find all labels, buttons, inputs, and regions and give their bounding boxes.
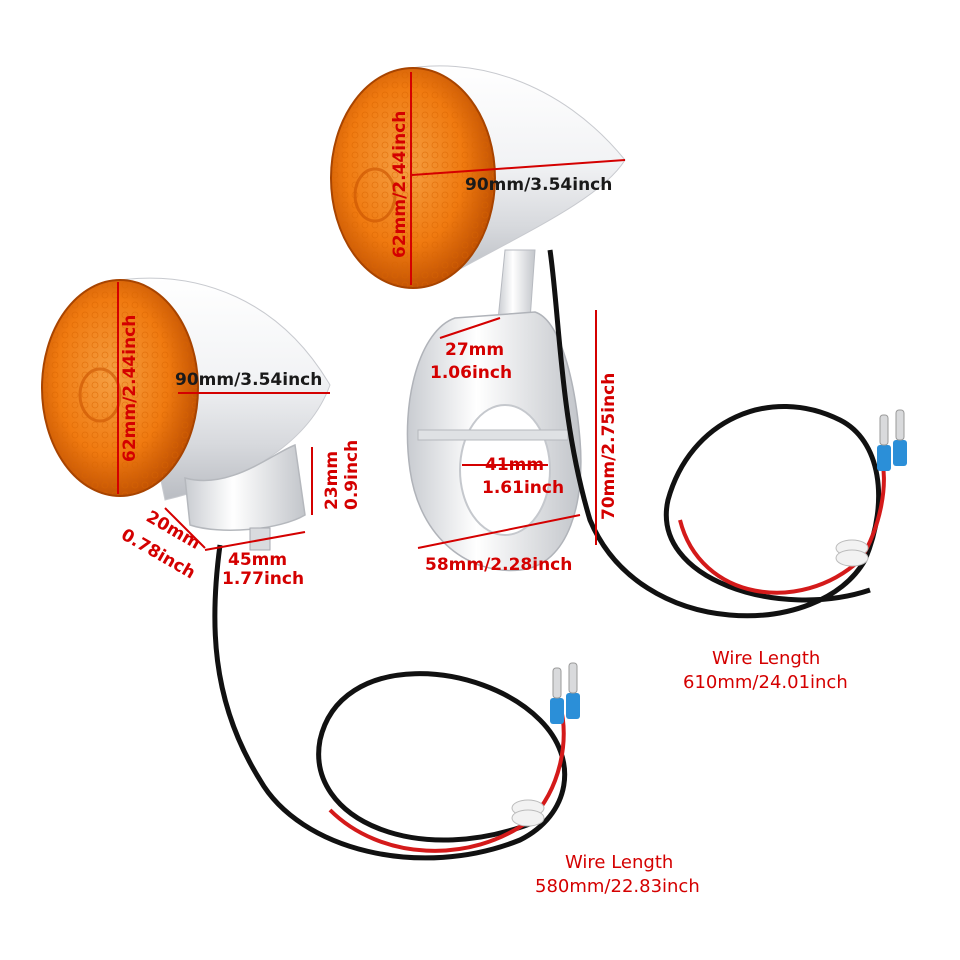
right-stem-width-in: 1.06inch: [430, 363, 512, 383]
right-wire-red: [678, 454, 886, 595]
left-wire-black: [212, 544, 568, 861]
left-mount-base: [184, 443, 306, 531]
left-wire-red: [328, 704, 566, 853]
left-lens-height-label: 62mm/2.44inch: [120, 315, 140, 462]
right-turn-signal: 62mm/2.44inch 90mm/3.54inch 27mm 1.06inc…: [330, 65, 907, 693]
right-lens-height-label: 62mm/2.44inch: [390, 111, 410, 258]
left-body-length-label: 90mm/3.54inch: [175, 370, 322, 390]
left-turn-signal: 62mm/2.44inch 90mm/3.54inch 23mm 0.9inch…: [41, 277, 700, 897]
left-wire-length-title: Wire Length: [565, 852, 673, 873]
left-base-width-in: 1.77inch: [222, 569, 304, 589]
left-base-width-line: [204, 531, 306, 551]
right-stem-width-line: [439, 317, 501, 339]
right-wire-length-title: Wire Length: [712, 648, 820, 669]
left-mount-height-in: 0.9inch: [342, 440, 362, 510]
left-mount-height-mm: 23mm: [322, 451, 342, 510]
right-clamp-width-line: [417, 514, 581, 549]
left-wire-tie: [511, 799, 545, 827]
right-body-length-line: [411, 159, 626, 176]
left-wire-length-value: 580mm/22.83inch: [535, 876, 700, 897]
right-clamp-height-label: 70mm/2.75inch: [599, 373, 619, 520]
right-wire-black: [547, 249, 882, 619]
right-body-length-label: 90mm/3.54inch: [465, 175, 612, 195]
right-stem-width-mm: 27mm: [445, 340, 504, 360]
right-clamp-inner-in: 1.61inch: [482, 478, 564, 498]
right-clamp-inner-mm: 41mm: [485, 455, 544, 475]
left-base-width-mm: 45mm: [228, 550, 287, 570]
right-mount-stem: [497, 249, 536, 321]
right-clamp-width-label: 58mm/2.28inch: [425, 555, 572, 575]
left-stem-offset-line: [164, 507, 206, 549]
right-wire-length-value: 610mm/24.01inch: [683, 672, 848, 693]
left-connectors: [550, 662, 580, 724]
right-wire-tie: [835, 539, 869, 567]
right-connectors: [877, 409, 907, 471]
